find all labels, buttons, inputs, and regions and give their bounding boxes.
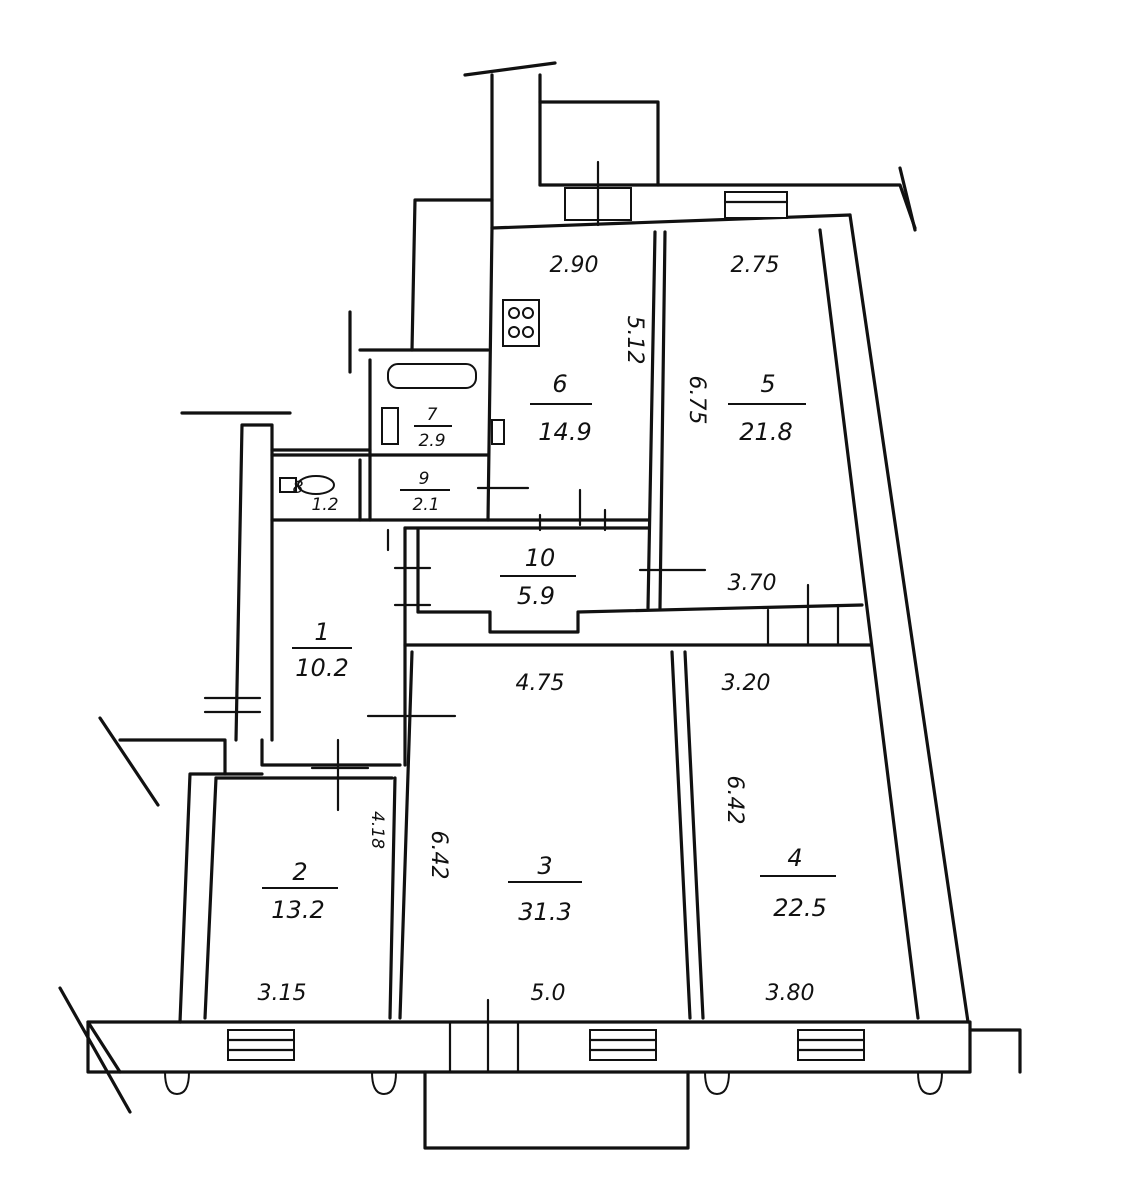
outer-walls (58, 61, 1022, 1150)
room-5-number: 5 (760, 370, 775, 398)
room-2-label: 2 13.2 (262, 858, 338, 924)
room-10-label: 10 5.9 (500, 544, 576, 610)
room-1-label: 1 10.2 (292, 618, 352, 682)
dim-room-6-length: 5.12 (622, 316, 647, 365)
room-1-number: 1 (314, 618, 329, 646)
window-room-5 (724, 191, 788, 219)
sink-icon (491, 419, 505, 445)
door-marks (203, 486, 840, 1074)
dim-room-5-length: 6.75 (684, 376, 709, 425)
room-6-label: 6 14.9 (530, 370, 592, 446)
room-7-area: 2.9 (418, 431, 445, 451)
room-labels: 1 10.2 2 13.2 3 31.3 4 22.5 5 21.8 (262, 370, 836, 926)
window-room-3 (589, 1029, 657, 1061)
room-6-number: 6 (552, 370, 567, 398)
room-5-area: 21.8 (739, 418, 792, 446)
room-8-number: 8 (293, 478, 304, 498)
room-3-label: 3 31.3 (508, 852, 582, 926)
room-10-area: 5.9 (517, 582, 555, 610)
dim-room-4-bottom: 3.80 (766, 981, 815, 1006)
room-8-area: 1.2 (311, 495, 338, 515)
room-2-number: 2 (292, 858, 307, 886)
room-9-label: 9 2.1 (400, 469, 450, 515)
dim-room-4-length: 6.42 (722, 776, 747, 825)
room-6-area: 14.9 (538, 418, 591, 446)
dimension-labels: 2.90 5.12 2.75 6.75 3.70 4.75 5.0 6.42 3… (258, 253, 815, 1006)
room-1-area: 10.2 (295, 654, 348, 682)
dim-room-3-bottom: 5.0 (531, 981, 566, 1006)
room-2-area: 13.2 (271, 896, 324, 924)
dim-corridor-length: 3.70 (728, 571, 777, 596)
toilet-icon (279, 475, 335, 495)
room-4-number: 4 (787, 844, 802, 872)
room-7-label: 7 2.9 (414, 405, 452, 451)
bathtub-icon (387, 363, 477, 389)
dim-room-2-length: 4.18 (367, 811, 387, 849)
room-3-number: 3 (537, 852, 552, 880)
room-4-label: 4 22.5 (760, 844, 836, 922)
room-3-area: 31.3 (518, 898, 571, 926)
stove-icon (502, 299, 540, 347)
window-room-2 (227, 1029, 295, 1061)
windows (226, 160, 866, 1061)
room-10-number: 10 (525, 544, 556, 572)
room-4-area: 22.5 (773, 894, 826, 922)
dim-room-3-length: 6.42 (426, 831, 451, 880)
dim-room-2-bottom: 3.15 (258, 981, 307, 1006)
dim-room-5-width: 2.75 (731, 253, 780, 278)
room-9-number: 9 (419, 469, 430, 489)
dim-room-3-top: 4.75 (516, 671, 565, 696)
room-9-area: 2.1 (412, 495, 439, 515)
room-8-label: 8 1.2 (293, 478, 339, 515)
room-5-label: 5 21.8 (728, 370, 806, 446)
room-7-number: 7 (427, 405, 438, 425)
dim-room-6-width: 2.90 (550, 253, 599, 278)
interior-walls (214, 226, 872, 1020)
window-room-4 (797, 1029, 865, 1061)
fixtures (279, 299, 540, 495)
dim-room-4-top: 3.20 (722, 671, 771, 696)
